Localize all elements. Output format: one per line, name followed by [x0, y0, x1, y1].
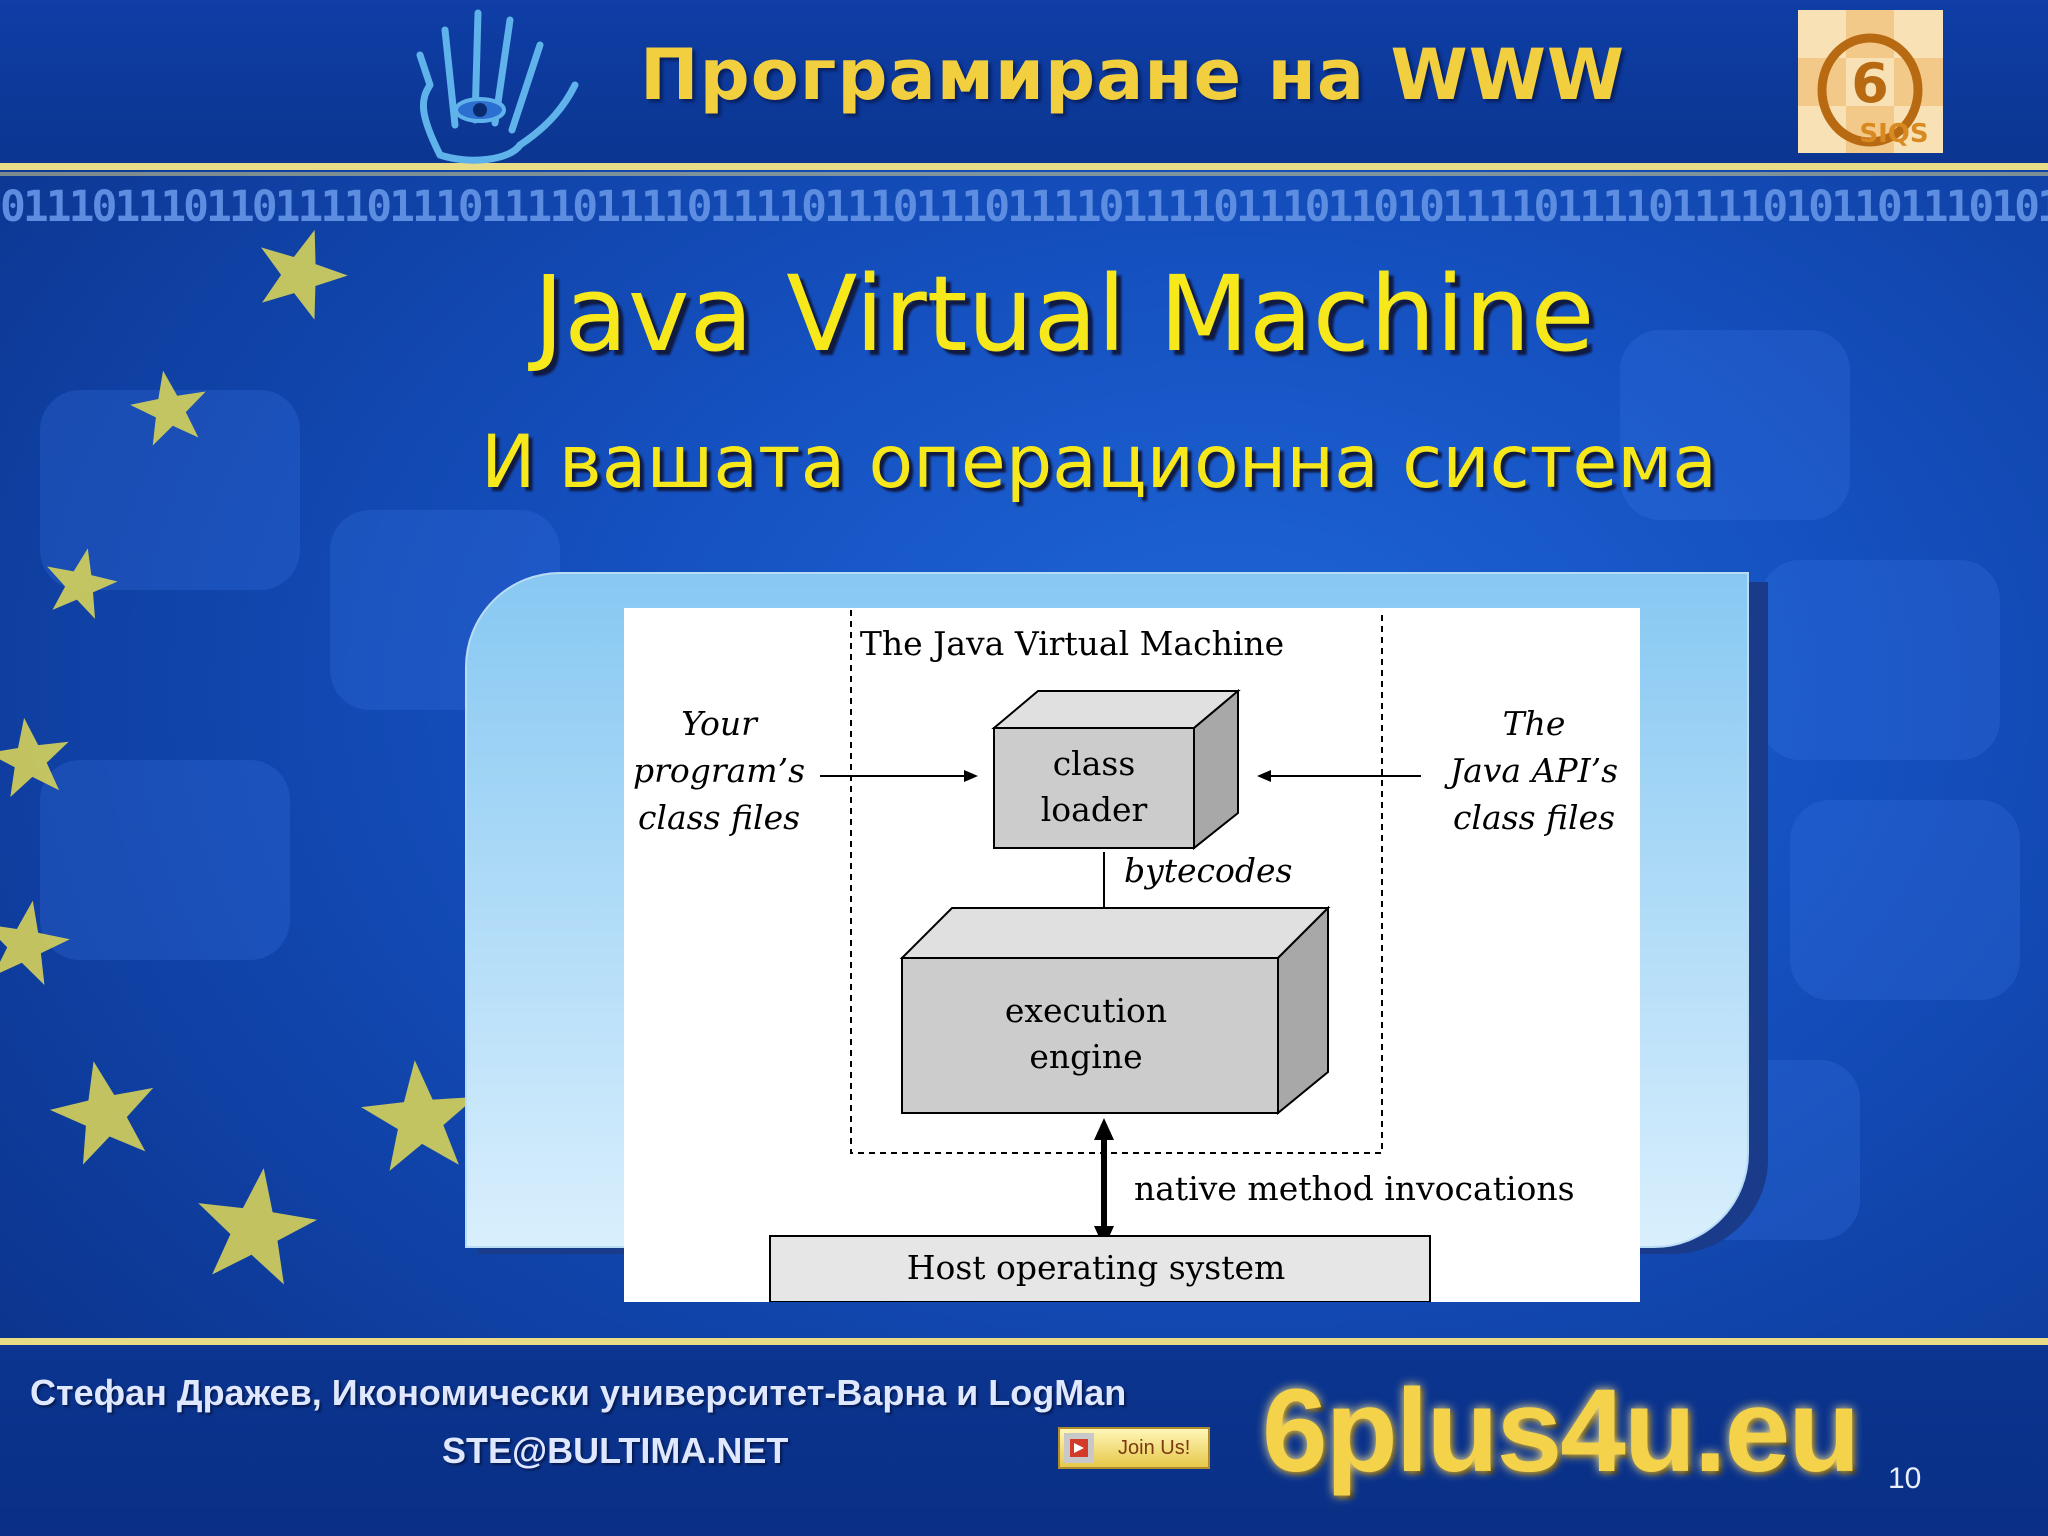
slide-subtitle: И вашата операционна система — [480, 420, 1718, 505]
class-loader-box — [991, 688, 1241, 851]
page-number: 10 — [1888, 1462, 1922, 1495]
svg-text:6: 6 — [1851, 52, 1889, 115]
jvm-boundary — [850, 610, 1383, 1154]
header-divider — [0, 163, 2048, 170]
native-method-label: native method invocations — [1134, 1169, 1575, 1208]
native-invocation-arrow — [1094, 1118, 1114, 1248]
header-title: Програмиране на WWW — [640, 34, 1626, 116]
binary-strip: 0111011101101111011101111011110111101110… — [0, 182, 2048, 232]
host-os-box — [769, 1235, 1431, 1302]
execution-engine-label-1: execution — [1005, 991, 1167, 1030]
bg-tile — [1620, 330, 1850, 520]
execution-engine-label-2: engine — [1029, 1037, 1142, 1076]
execution-engine-box — [899, 905, 1331, 1116]
left-input-line-1: Your — [681, 704, 759, 743]
left-input-line-2: program’s — [633, 751, 805, 790]
corner-logo-icon: 6 SIQS — [1798, 10, 1943, 153]
jvm-diagram: The Java Virtual Machine Your program’s … — [624, 608, 1640, 1302]
join-us-button[interactable]: Join Us! — [1058, 1427, 1210, 1469]
right-input-line-2: Java API’s — [1444, 751, 1618, 790]
site-logo: 6plus4u.eu — [1262, 1365, 1860, 1497]
right-input-line-3: class files — [1453, 798, 1615, 837]
right-input-line-1: The — [1503, 704, 1566, 743]
bg-tile — [1760, 560, 2000, 760]
host-os-label: Host operating system — [907, 1248, 1286, 1287]
join-icon — [1064, 1433, 1094, 1463]
header-divider-thin — [0, 172, 2048, 176]
hand-eye-logo-icon — [416, 9, 579, 164]
bytecodes-label: bytecodes — [1124, 851, 1293, 890]
join-us-label: Join Us! — [1118, 1436, 1191, 1459]
bg-tile — [40, 760, 290, 960]
jvm-label: The Java Virtual Machine — [860, 624, 1284, 663]
footer-email: STE@BULTIMA.NET — [442, 1430, 789, 1471]
footer-divider — [0, 1338, 2048, 1345]
class-loader-label-2: loader — [1041, 790, 1148, 829]
footer-bar — [0, 1345, 2048, 1536]
svg-text:SIQS: SIQS — [1859, 119, 1928, 149]
class-loader-label-1: class — [1053, 744, 1136, 783]
header-bar — [0, 0, 2048, 165]
slide-title: Java Virtual Machine — [533, 253, 1595, 375]
bg-tile — [1790, 800, 2020, 1000]
footer-author: Стефан Дражев, Икономически университет-… — [30, 1372, 1127, 1413]
left-input-line-3: class files — [638, 798, 800, 837]
